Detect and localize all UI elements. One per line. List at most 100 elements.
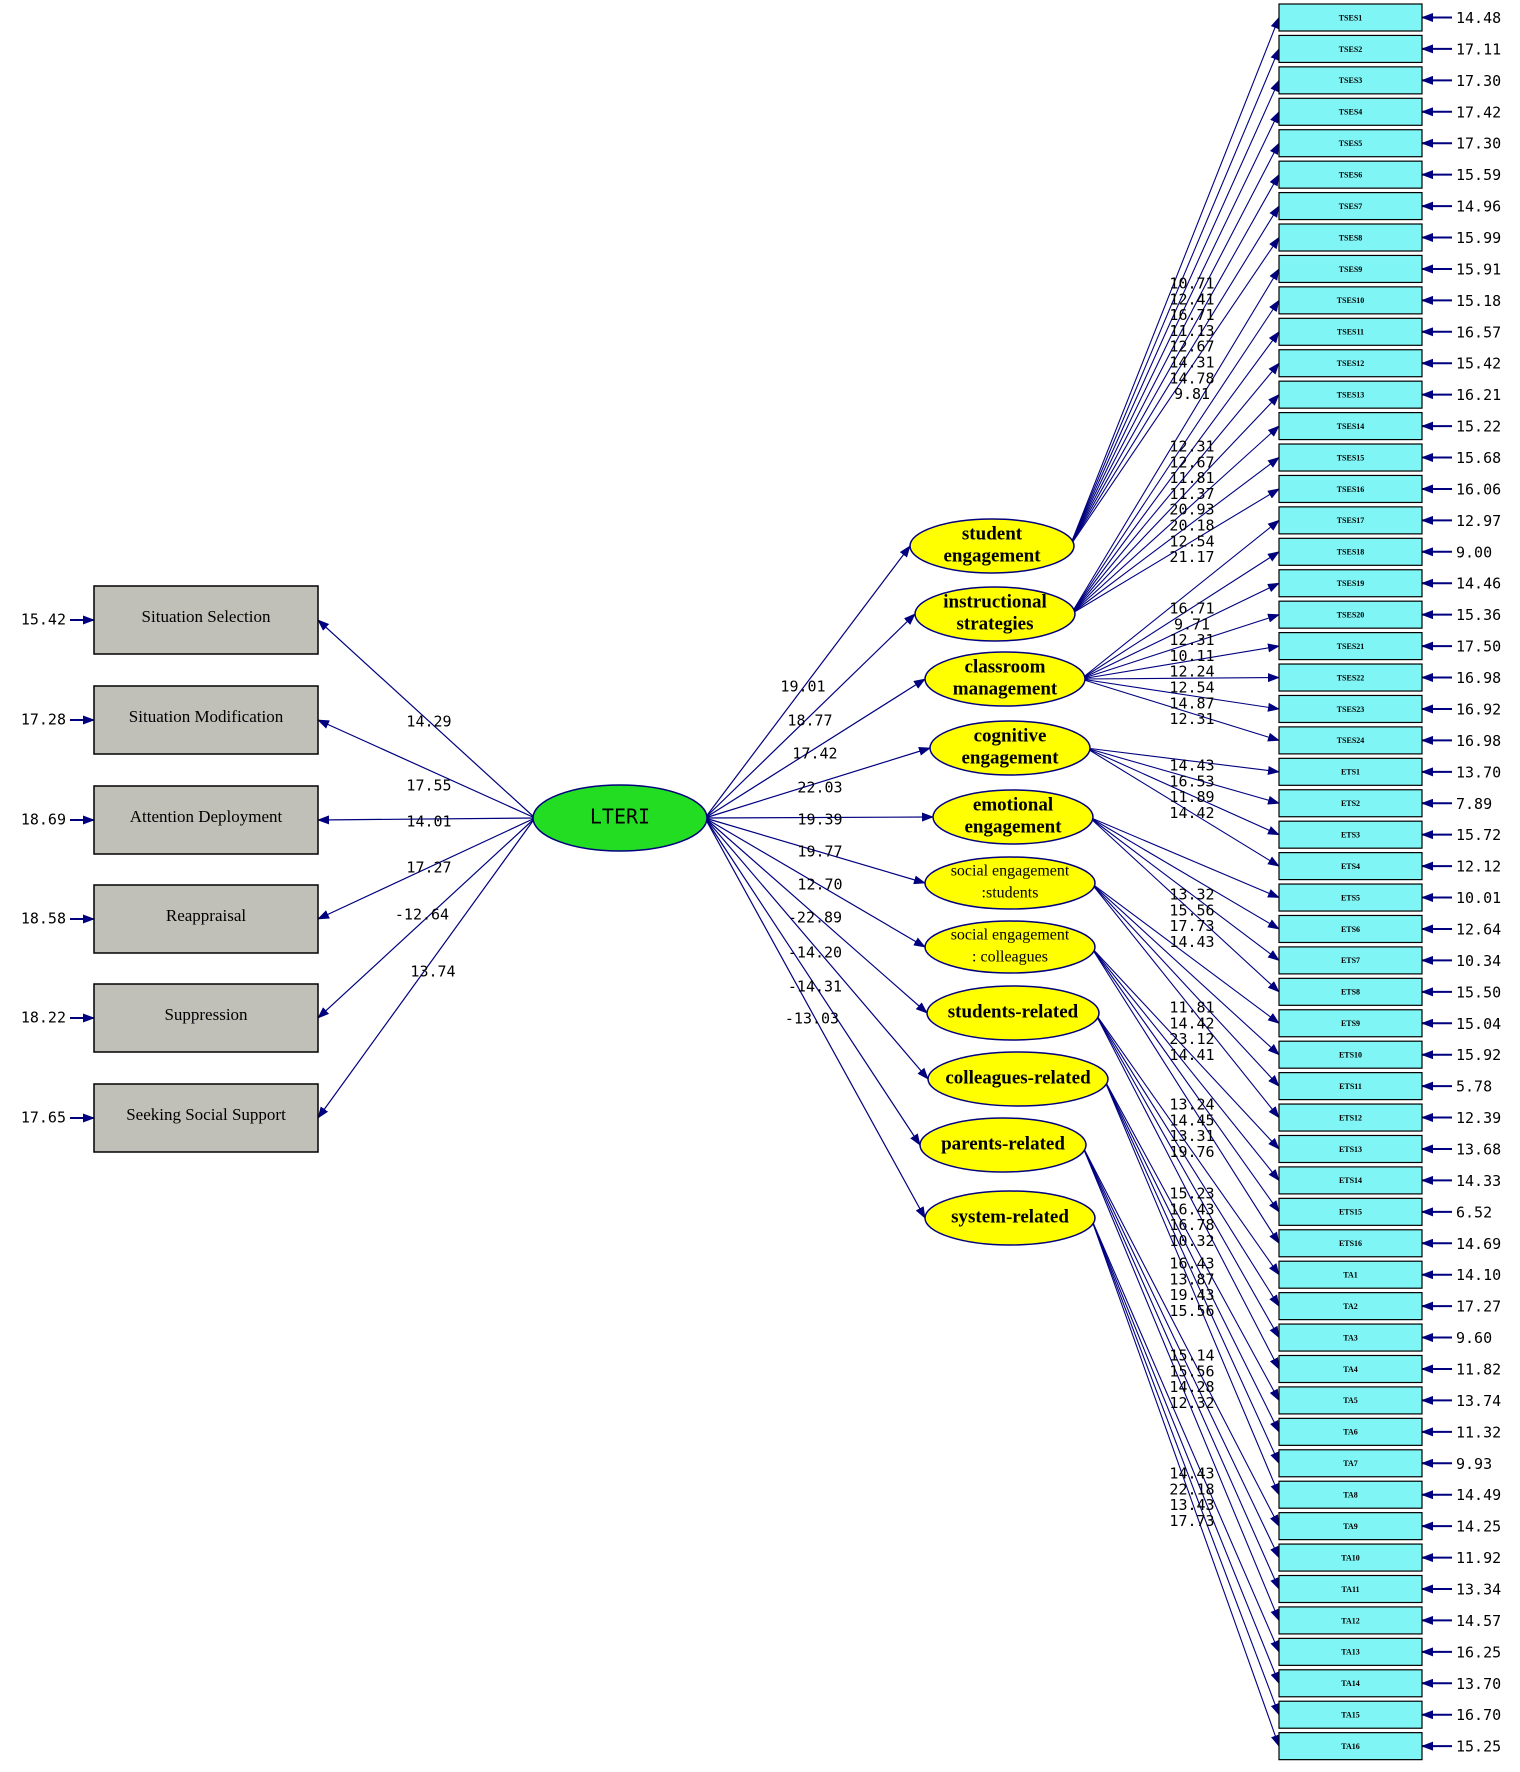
indicator-label: TSES19 — [1337, 579, 1365, 588]
indicator-box — [1278, 852, 1423, 881]
indicator-loading-value: 15.56 — [1169, 1362, 1214, 1380]
loading-path-arrow — [1090, 946, 1280, 1182]
indicator-label: ETS4 — [1341, 862, 1360, 871]
factor-label-line2: engagement — [943, 545, 1041, 566]
loading-path-arrow — [1080, 678, 1280, 742]
left-error-value: 18.69 — [21, 811, 66, 829]
indicator-label: ETS3 — [1341, 831, 1360, 840]
indicator-box — [1278, 129, 1423, 158]
left-error-value: 18.22 — [21, 1009, 66, 1027]
indicator-loading-value: 13.31 — [1169, 1127, 1214, 1145]
indicator-label: TSES10 — [1337, 296, 1365, 305]
factor-path-arrow — [704, 817, 926, 885]
factor-label-line2: engagement — [961, 747, 1059, 768]
indicator-loading-value: 14.78 — [1169, 369, 1214, 387]
left-loading-value: 14.29 — [406, 713, 451, 731]
indicator-loading-value: 20.18 — [1169, 517, 1214, 535]
indicator-label: ETS2 — [1341, 799, 1360, 808]
indicator-loading-value: 16.43 — [1169, 1200, 1214, 1218]
indicator-loading-value: 10.32 — [1169, 1232, 1214, 1250]
indicator-error-value: 12.97 — [1456, 512, 1501, 530]
indicator-error-value: 16.21 — [1456, 386, 1501, 404]
indicator-label: TA15 — [1341, 1711, 1360, 1720]
indicator-loading-value: 11.89 — [1169, 788, 1214, 806]
indicator-loading-value: 11.81 — [1169, 999, 1214, 1017]
indicator-loading-value: 10.71 — [1169, 275, 1214, 293]
factor-ellipse — [929, 720, 1091, 776]
indicator-error-value: 15.92 — [1456, 1046, 1501, 1064]
indicator-box — [1278, 946, 1423, 975]
factor-path-arrow — [704, 817, 926, 948]
indicator-loading-value: 19.76 — [1169, 1143, 1214, 1161]
indicator-error-value: 15.18 — [1456, 292, 1501, 310]
indicator-error-value: 12.12 — [1456, 858, 1501, 876]
left-error-value: 17.65 — [21, 1109, 66, 1127]
left-loading-value: 17.27 — [406, 859, 451, 877]
factor-path-arrow — [704, 817, 926, 1219]
factor-loading-value: 19.77 — [797, 843, 842, 861]
left-path-arrow — [317, 817, 536, 1019]
indicator-label: TA12 — [1341, 1616, 1360, 1625]
left-error-value: 17.28 — [21, 711, 66, 729]
indicator-label: TSES21 — [1337, 642, 1365, 651]
loading-path-arrow — [1103, 1078, 1280, 1496]
loading-path-arrow — [1069, 110, 1280, 547]
loading-path-arrow — [1103, 1078, 1280, 1433]
indicator-label: TSES5 — [1339, 139, 1363, 148]
factor-loading-value: -14.20 — [788, 944, 842, 962]
indicator-loading-value: 15.56 — [1169, 1302, 1214, 1320]
factor-loading-value: 22.03 — [797, 779, 842, 797]
loading-path-arrow — [1081, 1144, 1280, 1590]
left-indicator-box — [93, 983, 319, 1053]
indicator-label: TSES18 — [1337, 548, 1365, 557]
indicator-box — [1278, 443, 1423, 472]
loading-path-arrow — [1088, 816, 1280, 899]
shapes-layer — [93, 3, 1423, 1761]
indicator-error-value: 17.42 — [1456, 103, 1501, 121]
indicator-loading-value: 15.14 — [1169, 1347, 1214, 1365]
indicator-label: TA2 — [1343, 1302, 1358, 1311]
indicator-box — [1278, 631, 1423, 661]
indicator-label: TSES8 — [1339, 233, 1363, 242]
left-indicator-label: Attention Deployment — [130, 807, 283, 826]
indicator-label: TA13 — [1341, 1648, 1360, 1657]
indicator-box — [1278, 694, 1423, 724]
indicator-label: ETS12 — [1339, 1113, 1362, 1122]
indicator-box — [1278, 1072, 1423, 1101]
indicator-box — [1278, 914, 1423, 944]
indicator-error-value: 12.39 — [1456, 1109, 1501, 1127]
indicator-error-value: 16.98 — [1456, 669, 1501, 687]
factor-path-arrow — [704, 817, 921, 1146]
indicator-box — [1278, 97, 1423, 126]
indicator-error-value: 17.30 — [1456, 135, 1501, 153]
loading-path-arrow — [1069, 142, 1280, 547]
indicator-box — [1278, 191, 1423, 221]
indicator-label: ETS6 — [1341, 925, 1360, 934]
loading-path-arrow — [1103, 1078, 1280, 1402]
factor-label: students-related — [948, 1001, 1079, 1022]
factor-ellipse — [919, 1117, 1087, 1173]
indicator-label: TSES17 — [1337, 516, 1365, 525]
indicator-box — [1278, 1197, 1423, 1226]
factor-loading-value: 19.39 — [797, 811, 842, 829]
loading-path-arrow — [1069, 16, 1280, 547]
indicator-box — [1278, 506, 1423, 535]
left-loading-value: 13.74 — [410, 963, 455, 981]
indicator-label: TSES15 — [1337, 453, 1365, 462]
indicator-loading-value: 19.43 — [1169, 1286, 1214, 1304]
central-factor-label: LTERI — [590, 805, 650, 829]
indicator-loading-value: 14.87 — [1169, 694, 1214, 712]
indicator-box — [1278, 726, 1423, 755]
indicator-error-value: 15.50 — [1456, 983, 1501, 1001]
indicator-loading-value: 14.43 — [1169, 933, 1214, 951]
indicator-error-value: 14.33 — [1456, 1172, 1501, 1190]
indicator-label: TA8 — [1343, 1491, 1358, 1500]
factor-label-line2: strategies — [956, 613, 1033, 634]
left-indicator-label: Reappraisal — [166, 906, 247, 925]
indicator-error-value: 13.74 — [1456, 1392, 1501, 1410]
factor-label-line2: :students — [982, 885, 1039, 902]
loading-path-arrow — [1080, 551, 1280, 680]
factor-ellipse — [924, 856, 1096, 910]
loading-path-arrow — [1090, 1217, 1280, 1716]
indicator-error-value: 11.82 — [1456, 1360, 1501, 1378]
